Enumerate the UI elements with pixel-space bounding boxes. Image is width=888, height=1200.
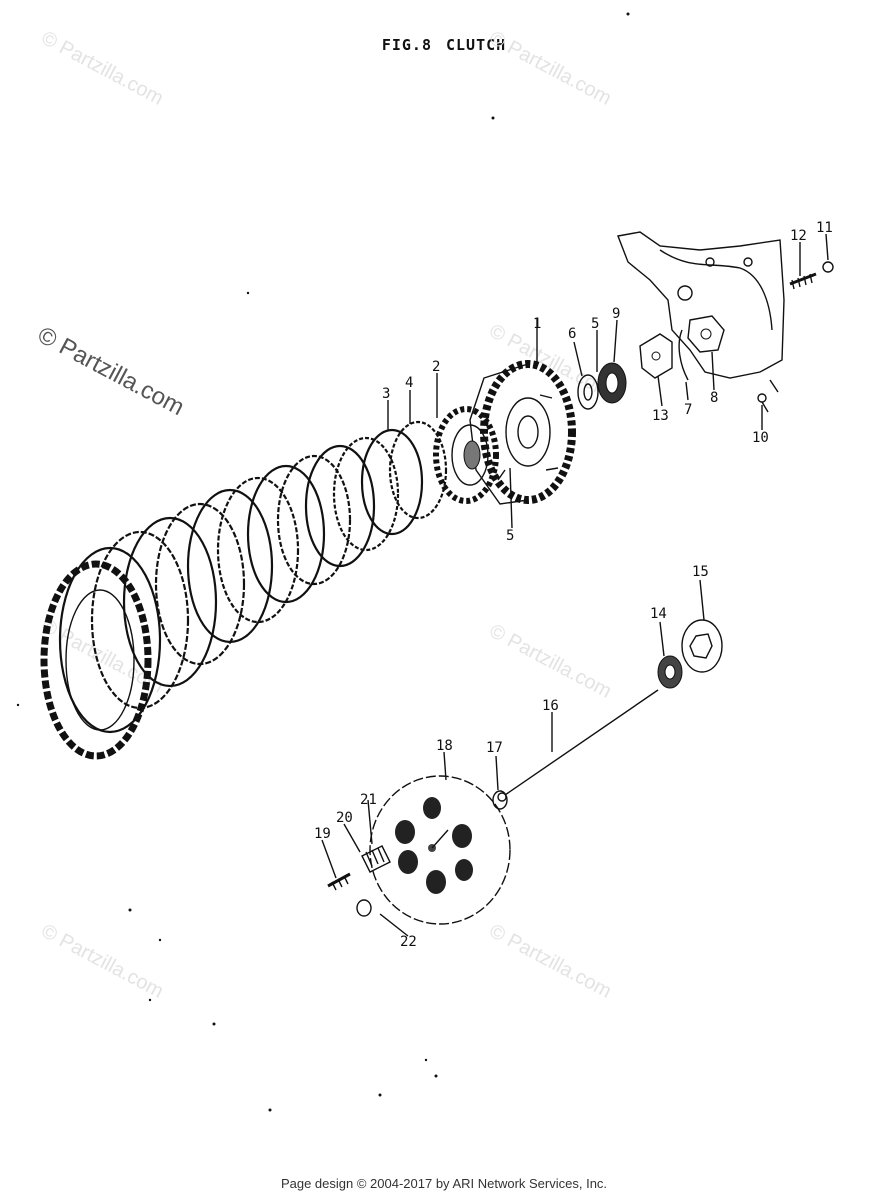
lock-washer — [681, 619, 723, 673]
callout-22: 22 — [400, 934, 417, 950]
callout-19: 19 — [314, 826, 331, 842]
footer-credit: Page design © 2004-2017 by ARI Network S… — [280, 1176, 608, 1191]
watermark: © Partzilla.com — [486, 27, 615, 110]
cover-fragment — [617, 231, 785, 379]
callout-4: 4 — [405, 375, 413, 391]
small-screw — [757, 379, 779, 413]
clutch-spring — [361, 845, 391, 873]
bearing — [597, 362, 627, 404]
release-cam — [639, 333, 673, 379]
callout-17: 17 — [486, 740, 503, 756]
release-bearing — [657, 655, 683, 689]
callouts: 1 2 3 4 5 5 6 7 8 9 10 11 12 13 14 15 16… — [314, 220, 833, 950]
callout-10: 10 — [752, 430, 769, 446]
callout-5-lower: 5 — [506, 528, 514, 544]
callout-9: 9 — [612, 306, 620, 322]
callout-18: 18 — [436, 738, 453, 754]
watermark: © Partzilla.com — [486, 920, 615, 1003]
callout-5-upper: 5 — [591, 316, 599, 332]
callout-8: 8 — [710, 390, 718, 406]
figure-number: FIG.8 — [381, 36, 432, 54]
plate-stack — [40, 420, 448, 760]
callout-20: 20 — [336, 810, 353, 826]
watermark: © Partzilla.com — [486, 320, 615, 403]
watermarks: © Partzilla.com © Partzilla.com © Partzi… — [33, 27, 615, 1003]
watermark: © Partzilla.com — [486, 620, 615, 703]
clutch-housing — [469, 360, 576, 505]
watermark: © Partzilla.com — [38, 27, 167, 110]
callout-15: 15 — [692, 564, 709, 580]
watermark: © Partzilla.com — [38, 920, 167, 1003]
callout-21: 21 — [360, 792, 377, 808]
callout-3: 3 — [382, 386, 390, 402]
callout-1: 1 — [533, 316, 541, 332]
figure-title: FIG.8 CLUTCH — [0, 36, 888, 54]
release-piece — [492, 790, 508, 810]
washer — [577, 374, 599, 410]
push-rod — [497, 689, 659, 802]
callout-12: 12 — [790, 228, 807, 244]
bolt-washer — [356, 899, 372, 917]
scan-specks — [16, 12, 630, 1112]
callout-13: 13 — [652, 408, 669, 424]
clutch-hub — [433, 406, 499, 504]
adjust-screw — [789, 261, 834, 290]
callout-11: 11 — [816, 220, 833, 236]
callout-7: 7 — [684, 402, 692, 418]
figure-name: CLUTCH — [445, 36, 507, 54]
callout-6: 6 — [568, 326, 576, 342]
callout-16: 16 — [542, 698, 559, 714]
pressure-plate — [369, 775, 511, 925]
release-arm — [678, 315, 725, 381]
clutch-bolt — [327, 872, 351, 891]
watermark-dark: © Partzilla.com — [33, 321, 188, 421]
callout-14: 14 — [650, 606, 667, 622]
callout-2: 2 — [432, 359, 440, 375]
leader-lines — [321, 233, 829, 937]
